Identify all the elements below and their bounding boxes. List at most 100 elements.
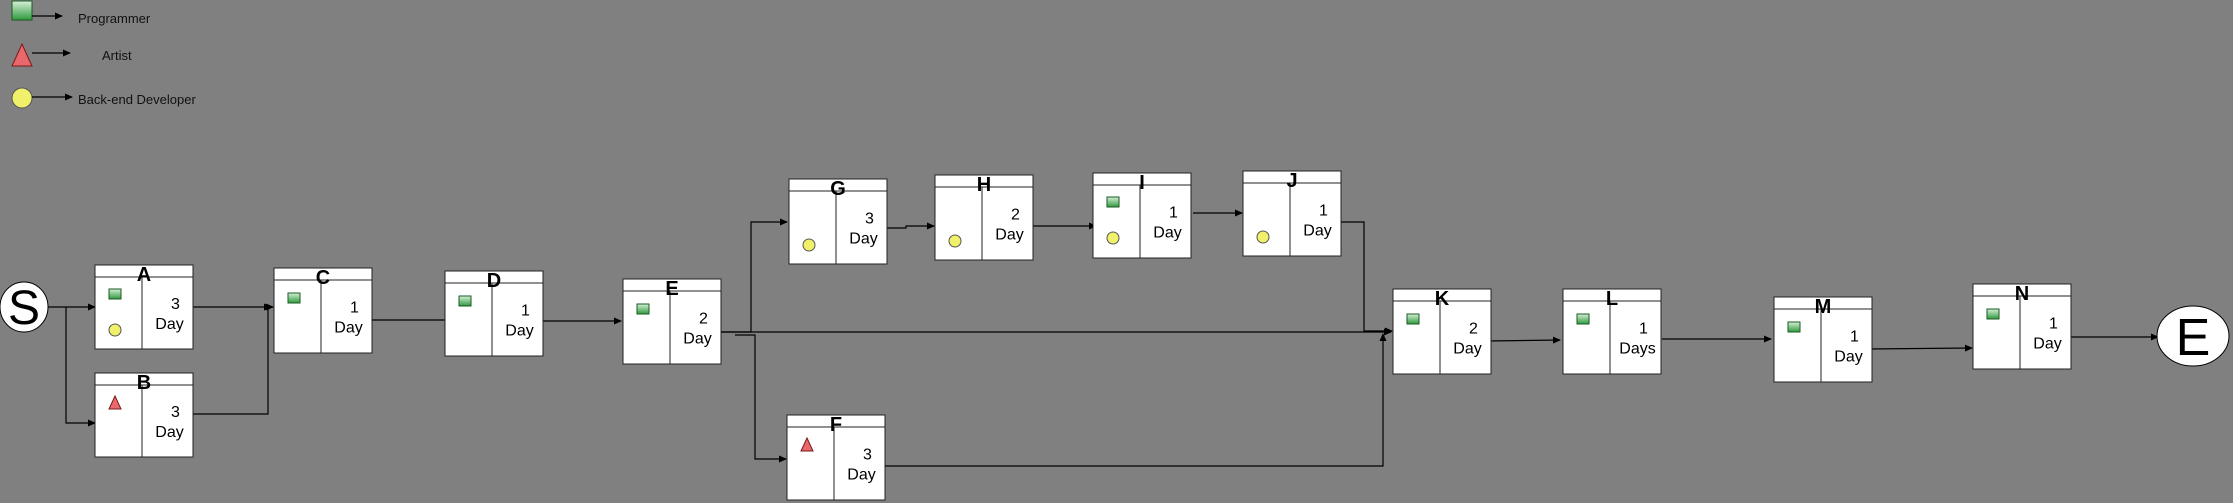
task-duration-value: 3 (863, 447, 872, 464)
artist-icon (800, 436, 814, 452)
task-title: F (830, 414, 842, 436)
task-box (444, 270, 544, 357)
task-duration-unit: Day (2033, 336, 2061, 353)
programmer-icon (636, 303, 650, 315)
task-duration-unit: Day (995, 227, 1023, 244)
task-title: I (1139, 172, 1145, 194)
end-node: E (2156, 305, 2230, 367)
task-box (1562, 288, 1662, 375)
task-duration-unit: Day (155, 424, 183, 441)
task-duration-unit: Day (1834, 349, 1862, 366)
programmer-icon (11, 0, 33, 21)
edge-E-G (721, 218, 788, 333)
task-duration-unit: Day (505, 323, 533, 340)
task-title: J (1286, 170, 1297, 192)
task-duration-value: 1 (350, 300, 359, 317)
task-duration-value: 1 (1319, 203, 1328, 220)
task-nodes: A3DayB3DayC1DayD1DayE2DayG3DayH2DayI1Day… (94, 170, 2072, 501)
task-title: M (1815, 296, 1832, 318)
task-duration-value: 3 (865, 211, 874, 228)
task-box (1392, 288, 1492, 375)
task-duration-value: 2 (1011, 207, 1020, 224)
programmer-icon (1106, 196, 1120, 208)
task-title: A (137, 264, 151, 286)
legend-label: Programmer (78, 11, 151, 26)
task-title: K (1435, 288, 1450, 310)
task-duration-unit: Day (334, 320, 362, 337)
programmer-icon (1406, 313, 1420, 325)
programmer-icon (1787, 321, 1801, 333)
edge-F-K (885, 333, 1387, 467)
edge-B-C (193, 303, 274, 415)
legend-item-backend: Back-end Developer (11, 87, 196, 109)
task-title: B (137, 372, 151, 394)
task-box (1242, 170, 1342, 257)
task-duration-unit: Day (1153, 225, 1181, 242)
task-title: C (316, 267, 330, 289)
task-duration-value: 1 (1850, 329, 1859, 346)
task-duration-value: 1 (1169, 205, 1178, 222)
task-box (273, 267, 373, 354)
backend-developer-icon (948, 234, 962, 248)
task-box (622, 278, 722, 365)
task-duration-unit: Day (683, 331, 711, 348)
dependency-arrows (48, 209, 2159, 467)
legend-label: Artist (102, 48, 132, 63)
task-title: L (1606, 288, 1618, 310)
edge-K-L (1486, 336, 1561, 344)
edge-S-B (65, 307, 96, 427)
task-box (1092, 172, 1192, 259)
task-box (94, 372, 194, 458)
task-duration-value: 1 (521, 303, 530, 320)
artist-icon (11, 42, 33, 67)
artist-icon (108, 394, 122, 410)
end-label: E (2176, 309, 2211, 367)
task-duration-unit: Days (1619, 341, 1655, 358)
task-duration-value: 3 (171, 404, 180, 421)
programmer-icon (1576, 313, 1590, 325)
task-duration-unit: Day (1303, 223, 1331, 240)
task-duration-unit: Day (849, 231, 877, 248)
task-duration-value: 1 (1639, 321, 1648, 338)
task-title: H (977, 174, 991, 196)
edge-G-H (887, 222, 935, 230)
programmer-icon (458, 295, 472, 307)
edge-M-N (1867, 344, 1973, 352)
legend-item-artist: Artist (11, 42, 132, 67)
backend-developer-icon (802, 238, 816, 252)
edge-E-F (735, 334, 787, 463)
task-duration-unit: Day (1453, 341, 1481, 358)
task-box (934, 174, 1034, 261)
task-duration-value: 3 (171, 296, 180, 313)
legend-item-programmer: Programmer (11, 0, 151, 26)
programmer-icon (1986, 308, 2000, 320)
task-duration-value: 2 (699, 311, 708, 328)
programmer-icon (287, 292, 301, 304)
task-title: E (665, 278, 678, 300)
backend-developer-icon (1256, 230, 1270, 244)
task-duration-unit: Day (155, 316, 183, 333)
backend-developer-icon (1106, 231, 1120, 245)
task-duration-unit: Day (847, 467, 875, 484)
start-node: S (0, 281, 49, 335)
backend-developer-icon (11, 87, 33, 109)
task-box (1972, 283, 2072, 370)
task-title: D (487, 270, 501, 292)
task-title: G (830, 178, 846, 200)
